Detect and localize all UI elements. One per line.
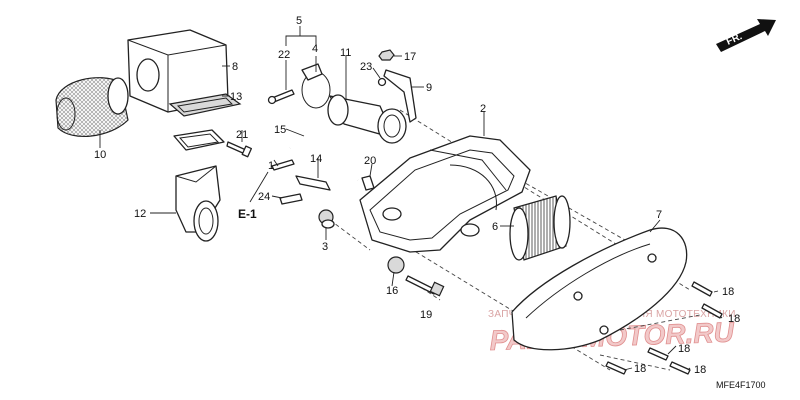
part-8-upper-cover: [127, 29, 229, 113]
part-22-screw: [267, 89, 295, 105]
callout-18-d: 18: [694, 364, 706, 376]
part-9-bracket: [383, 69, 417, 123]
part-6-filter-element: [509, 195, 571, 261]
callout-9: 9: [426, 82, 432, 94]
callout-16: 16: [386, 285, 398, 297]
front-direction-arrow: FR.: [716, 19, 776, 52]
callout-8: 8: [232, 61, 238, 73]
leader-lines: [99, 26, 723, 371]
callout-24: 24: [258, 191, 270, 203]
part-15-breather-tube: [289, 132, 359, 181]
part-1-pin: [271, 159, 295, 171]
part-2-air-cleaner-case: [359, 135, 531, 253]
part-3-grommet: [318, 209, 335, 229]
callout-18-c: 18: [678, 343, 690, 355]
callout-15: 15: [274, 124, 286, 136]
part-23-bolt: [377, 77, 387, 87]
callout-19: 19: [420, 309, 432, 321]
part-7-side-cover: [511, 227, 688, 351]
part-13-gasket: [168, 93, 242, 117]
callout-17: 17: [404, 51, 416, 63]
part-14-clip: [295, 175, 331, 191]
part-20-clip: [361, 175, 375, 191]
callout-10: 10: [94, 149, 106, 161]
callout-21: 21: [236, 129, 248, 141]
part-11-connecting-boot: [327, 94, 407, 144]
callout-11: 11: [340, 47, 351, 59]
callout-labels: 5 22 4 8 13 10 21 12 11 17 23 9 2 15 14 …: [94, 15, 740, 376]
part-12-lower-duct: [175, 165, 221, 242]
callout-1: 1: [268, 160, 274, 172]
callout-6: 6: [492, 221, 498, 233]
callout-20: 20: [364, 155, 376, 167]
callout-14: 14: [310, 153, 322, 165]
callout-18-e: 18: [634, 363, 646, 375]
callout-18-a: 18: [722, 286, 734, 298]
part-15-tube-inner: [288, 131, 360, 181]
reference-e1: E-1: [238, 207, 257, 221]
part-17-nut: [378, 49, 395, 61]
callout-7: 7: [656, 209, 662, 221]
callout-5: 5: [296, 15, 302, 27]
part-18-screws: [605, 281, 723, 375]
part-16-grommet: [387, 256, 405, 274]
callout-18-b: 18: [728, 313, 740, 325]
part-19-bolt: [405, 275, 445, 297]
callout-13: 13: [230, 91, 242, 103]
part-24-drain-plug: [279, 193, 303, 205]
callout-3: 3: [322, 241, 328, 253]
part-12-gasket-frame: [173, 129, 225, 151]
part-10-intake-duct: [55, 77, 129, 138]
diagram-code: MFE4F1700: [716, 380, 766, 390]
callout-23: 23: [360, 61, 372, 73]
callout-4: 4: [312, 43, 318, 55]
callout-12: 12: [134, 208, 146, 220]
callout-2: 2: [480, 103, 486, 115]
callout-22: 22: [278, 49, 290, 61]
part-21-bolt: [226, 141, 253, 158]
